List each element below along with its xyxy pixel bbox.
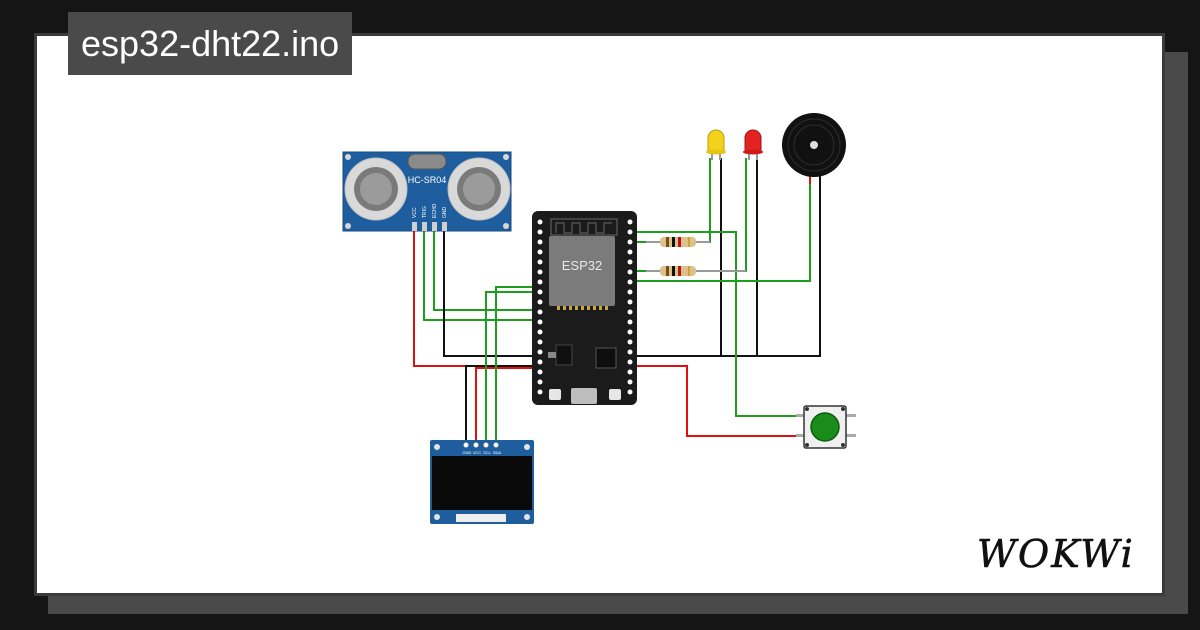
ultrasonic-label: HC-SR04 [408, 175, 447, 185]
wire-oled-vcc [475, 367, 540, 444]
oled-screen [432, 456, 532, 510]
sr04-pin-vcc-label: VCC [412, 207, 418, 218]
wire-button-signal [630, 231, 806, 417]
svg-text:WOKWi: WOKWi [977, 532, 1135, 575]
resistor-1[interactable] [646, 237, 710, 247]
push-button[interactable] [796, 405, 856, 449]
oled-pin-vcc[interactable] [473, 442, 479, 448]
sr04-pin-trig-label: TRIG [422, 206, 428, 218]
oled-display[interactable]: GND VCC SCL SDA [430, 440, 534, 524]
buzzer[interactable] [782, 113, 846, 184]
oled-pin-vcc-label: VCC [473, 450, 482, 455]
oled-pin-scl[interactable] [483, 442, 489, 448]
wire-sr04-gnd [443, 231, 540, 357]
oled-pin-sda-label: SDA [493, 450, 502, 455]
transducer-right [447, 157, 511, 221]
project-title: esp32-dht22.ino [68, 12, 353, 75]
wire-button-vcc [630, 365, 806, 437]
esp32-label: ESP32 [562, 258, 602, 273]
wire-resistor1-led-yellow [632, 158, 711, 243]
push-button-cap [810, 412, 840, 442]
wire-sr04-vcc [413, 231, 540, 367]
wire-oled-sda [495, 286, 540, 444]
wire-oled-scl [485, 291, 540, 444]
sr04-pin-echo-label: ECHO [432, 203, 438, 218]
oled-pin-gnd-label: GND [463, 450, 472, 455]
wokwi-logo-mark: WOKWi [977, 532, 1135, 577]
esp32-board[interactable]: ESP32 [532, 211, 637, 405]
wire-resistor2-led-red [632, 158, 747, 272]
wire-oled-gnd [465, 365, 540, 444]
esp32-pins-right [626, 218, 634, 396]
sr04-pin-vcc[interactable] [412, 222, 417, 231]
oled-pin-scl-label: SCL [483, 450, 492, 455]
sr04-pin-gnd[interactable] [442, 222, 447, 231]
sr04-pin-echo[interactable] [432, 222, 437, 231]
wire-sr04-trig [423, 231, 540, 321]
led-red[interactable] [743, 129, 763, 160]
wire-sr04-echo [433, 231, 540, 311]
ultrasonic-sensor[interactable]: HC-SR04 VCC TRIG ECHO GND [342, 151, 512, 232]
oled-pin-sda[interactable] [493, 442, 499, 448]
esp32-pins-left [536, 218, 544, 396]
sr04-pin-gnd-label: GND [442, 207, 448, 219]
led-yellow[interactable] [706, 129, 726, 160]
oled-pin-gnd[interactable] [463, 442, 469, 448]
wokwi-logo: WOKWi [975, 530, 1150, 580]
wire-buzzer-signal [630, 178, 811, 282]
sr04-pin-trig[interactable] [422, 222, 427, 231]
transducer-left [344, 157, 408, 221]
wire-led-yellow-gnd [630, 158, 722, 357]
wire-buzzer-gnd [630, 178, 821, 357]
resistor-2[interactable] [646, 266, 746, 276]
